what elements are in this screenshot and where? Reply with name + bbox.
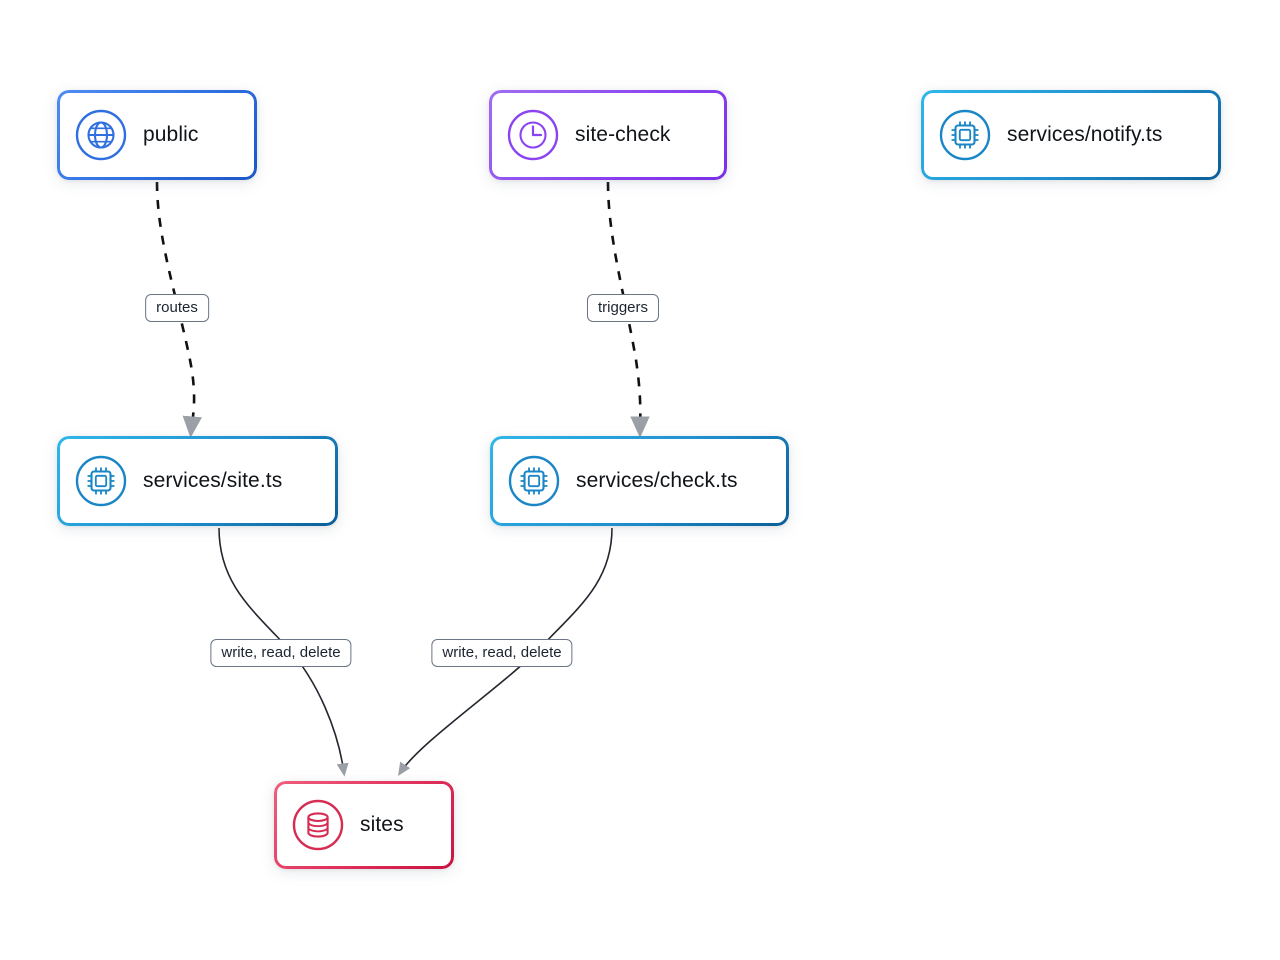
clock-icon bbox=[505, 107, 561, 163]
node-label: site-check bbox=[575, 123, 671, 146]
node-label: public bbox=[143, 123, 199, 146]
edge-label-write-read-delete-check: write, read, delete bbox=[431, 639, 573, 667]
globe-icon bbox=[73, 107, 129, 163]
node-label: services/notify.ts bbox=[1007, 123, 1163, 146]
chip-icon bbox=[73, 453, 129, 509]
node-sites[interactable]: sites bbox=[274, 781, 454, 869]
node-services-notify[interactable]: services/notify.ts bbox=[921, 90, 1221, 180]
node-label: services/check.ts bbox=[576, 469, 738, 492]
chip-icon bbox=[937, 107, 993, 163]
edge-label-write-read-delete-site: write, read, delete bbox=[210, 639, 352, 667]
database-icon bbox=[290, 797, 346, 853]
node-label: sites bbox=[360, 813, 404, 836]
chip-icon bbox=[506, 453, 562, 509]
node-services-check[interactable]: services/check.ts bbox=[490, 436, 789, 526]
node-label: services/site.ts bbox=[143, 469, 283, 492]
edge-label-triggers: triggers bbox=[586, 294, 660, 322]
node-public[interactable]: public bbox=[57, 90, 257, 180]
edge-label-routes: routes bbox=[145, 294, 209, 322]
node-services-site[interactable]: services/site.ts bbox=[57, 436, 338, 526]
node-site-check[interactable]: site-check bbox=[489, 90, 727, 180]
